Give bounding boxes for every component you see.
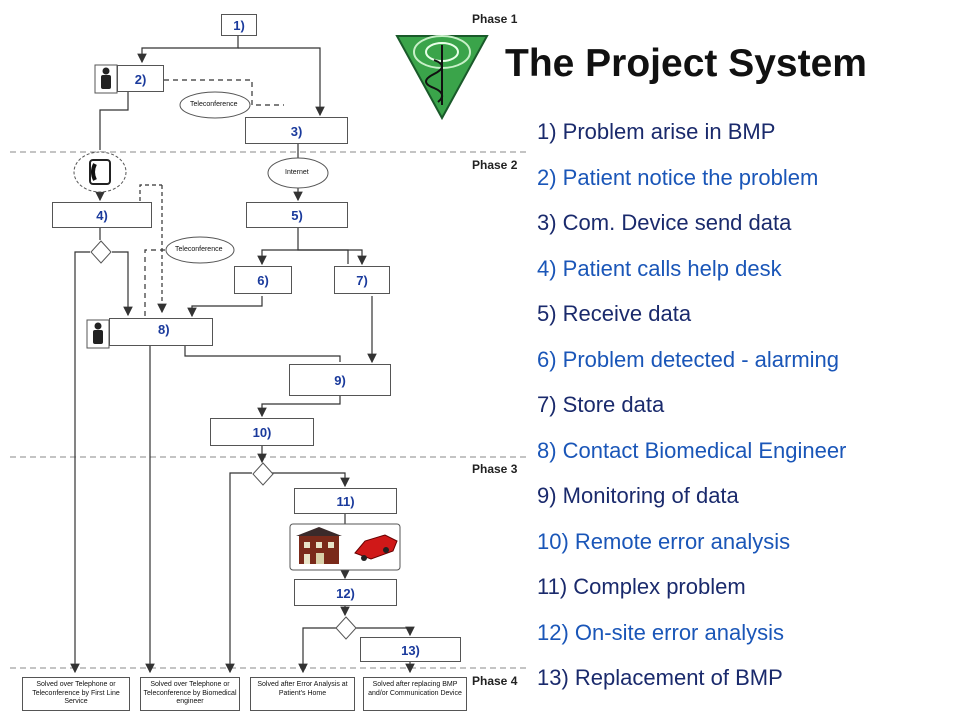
step-10-box: 10) [210, 418, 314, 446]
outcome-biomedical-engineer: Solved over Telephone or Teleconference … [140, 677, 240, 711]
person-icon-2 [86, 319, 110, 349]
step-5-box: 5) [246, 202, 348, 228]
step-11-box: 11) [294, 488, 397, 514]
telephone-icon [73, 151, 127, 193]
step-1-box: 1) [221, 14, 257, 36]
flow-connectors [70, 36, 415, 674]
step-8-box: 8) [109, 318, 213, 346]
legend-item-13: 13) Replacement of BMP [537, 665, 783, 690]
teleconference-cloud-label-2: Teleconference [175, 246, 223, 253]
legend-item-12: 12) On-site error analysis [537, 619, 784, 645]
step-12-box: 12) [294, 579, 397, 606]
decision-diamonds [90, 240, 357, 640]
legend-item-7: 7) Store data [537, 392, 665, 417]
legend-item-3: 3) Com. Device send data [537, 210, 792, 235]
phase-3-label: Phase 3 [472, 462, 518, 476]
legend-item-4: 4) Patient calls help desk [537, 255, 782, 281]
outcome-replacement: Solved after replacing BMP and/or Commun… [363, 677, 467, 711]
legend-item-9: 9) Monitoring of data [537, 483, 739, 508]
page-title: The Project System [505, 42, 867, 85]
teleconference-cloud-label: Teleconference [190, 101, 238, 108]
legend-item-8: 8) Contact Biomedical Engineer [537, 437, 847, 463]
phase-4-label: Phase 4 [472, 674, 518, 688]
internet-cloud-label: Internet [285, 169, 309, 176]
outcome-first-line: Solved over Telephone or Teleconference … [22, 677, 130, 711]
legend-item-2: 2) Patient notice the problem [537, 164, 819, 190]
outcome-patient-home: Solved after Error Analysis at Patient's… [250, 677, 355, 711]
step-3-box: 3) [245, 117, 348, 144]
step-4-box: 4) [52, 202, 152, 228]
phase-separators [10, 151, 530, 669]
cloud-shapes [165, 91, 329, 264]
legend-item-6: 6) Problem detected - alarming [537, 346, 840, 372]
step-7-box: 7) [334, 266, 390, 294]
step-6-box: 6) [234, 266, 292, 294]
phase-2-label: Phase 2 [472, 158, 518, 172]
legend-item-10: 10) Remote error analysis [537, 528, 791, 554]
legend-item-11: 11) Complex problem [537, 574, 746, 599]
step-2-box: 2) [117, 65, 164, 92]
house-car-icon [289, 523, 401, 571]
medical-caduceus-logo [395, 35, 489, 121]
legend-item-5: 5) Receive data [537, 301, 692, 326]
steps-legend: 1) Problem arise in BMP 2) Patient notic… [537, 116, 846, 708]
step-13-box: 13) [360, 637, 461, 662]
legend-item-1: 1) Problem arise in BMP [537, 119, 776, 144]
step-9-box: 9) [289, 364, 391, 396]
person-icon [94, 64, 118, 94]
phase-1-label: Phase 1 [472, 12, 518, 26]
